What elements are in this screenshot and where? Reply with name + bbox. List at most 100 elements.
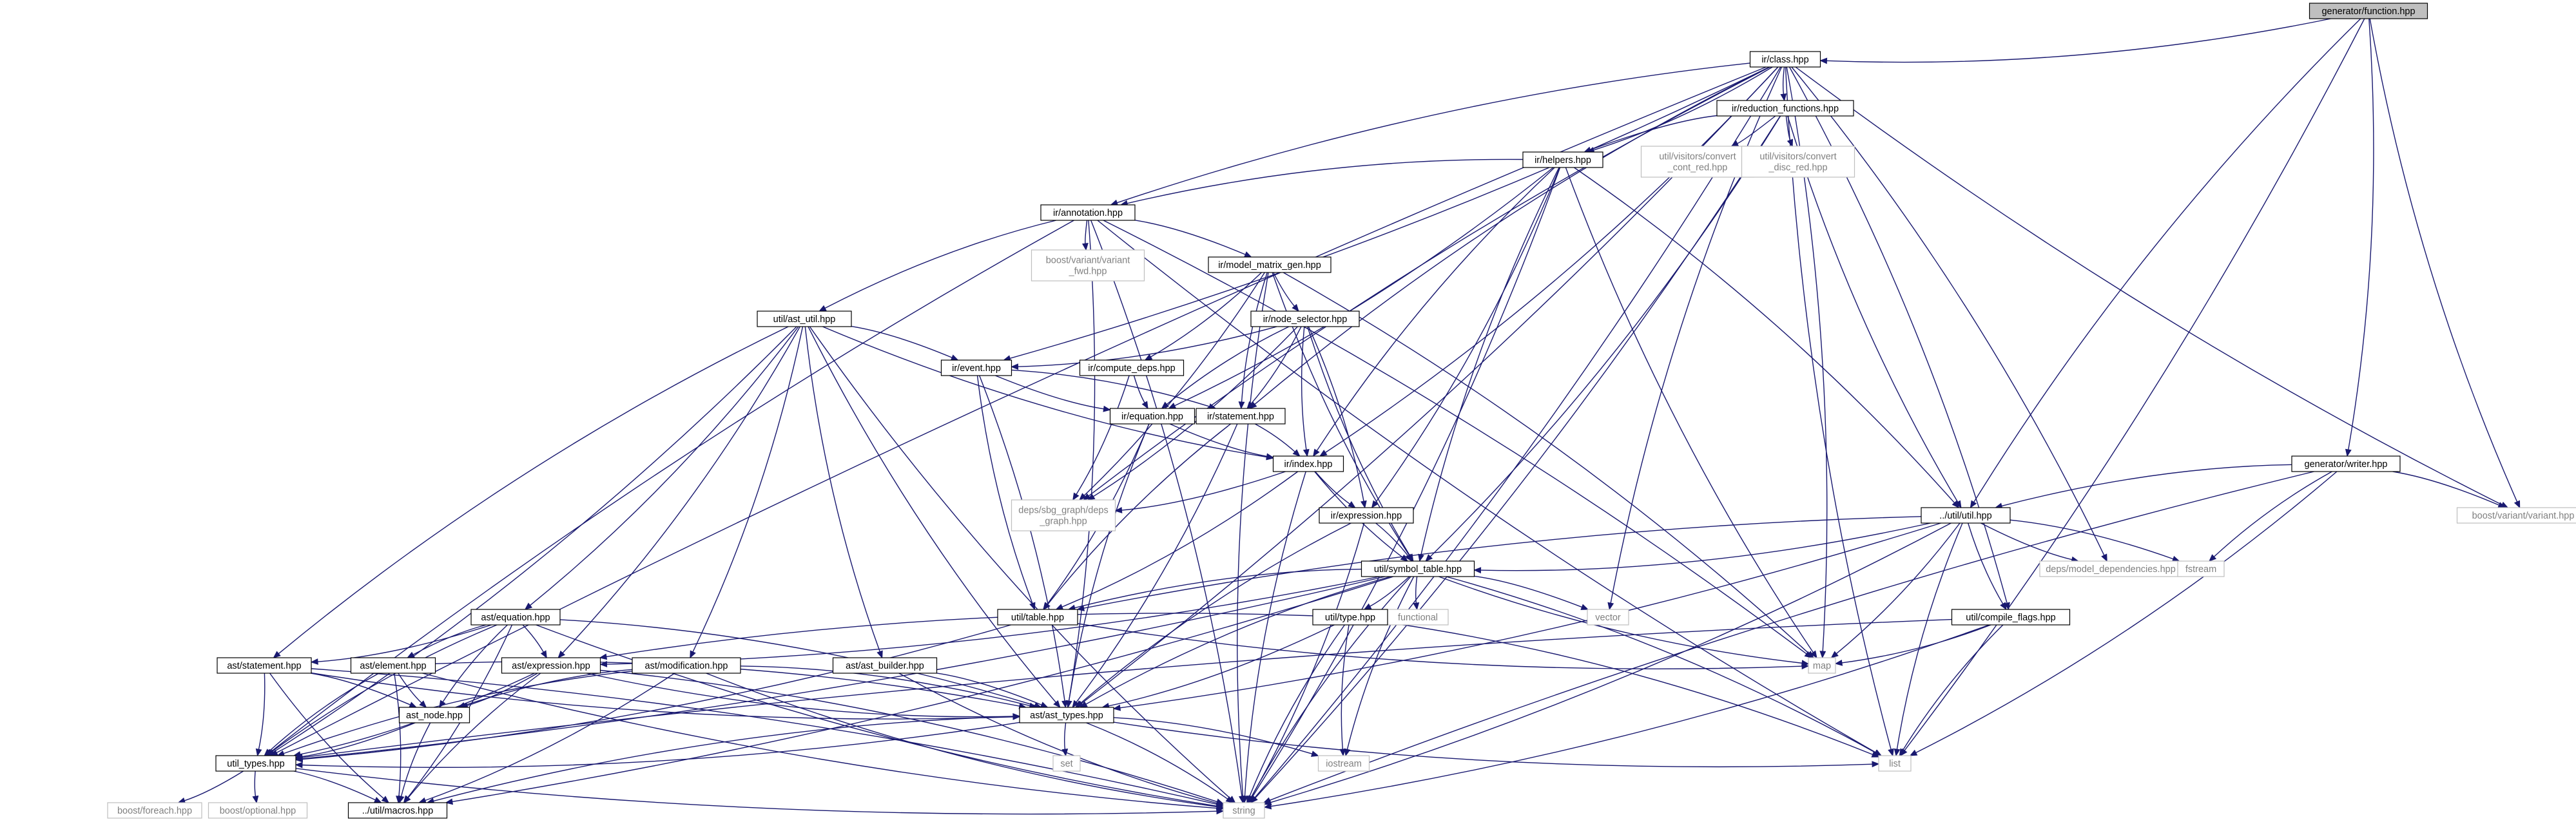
node-index[interactable]: ir/index.hpp [1272,455,1344,472]
edge-symtab-to-list [1446,576,1876,754]
node-label-mdeps: deps/model_dependencies.hpp [2046,564,2176,575]
edge-index-to-sbg [1121,471,1286,511]
edge-utilh-to-mdeps [1980,522,2073,560]
edge-class-to-helpers [1593,66,1773,151]
node-box-gf [2309,3,2428,19]
node-atypes[interactable]: ast/ast_types.hpp [1019,707,1114,723]
edge-cflags-to-map [1841,624,1991,664]
node-expr[interactable]: ir/expression.hpp [1319,507,1414,524]
node-equation[interactable]: ir/equation.hpp [1109,408,1196,425]
node-functional[interactable]: functional [1387,609,1449,626]
edge-helpers-to-utilh [1574,167,1955,504]
node-vector[interactable]: vector [1587,609,1629,626]
node-vcd[interactable]: util/visitors/convert_disc_red.hpp [1741,146,1855,178]
edge-arrowhead-nodesel-to-index [1303,448,1310,457]
node-label-redf: ir/reduction_functions.hpp [1732,104,1839,114]
edge-typeh-to-aexpr [605,613,1313,658]
edge-nodesel-to-statement [1250,326,1302,405]
node-label-abuild: ast/ast_builder.hpp [846,661,924,671]
edge-astutil-to-abuild [804,326,881,653]
edge-typeh-to-atypes [1108,624,1335,707]
node-string[interactable]: string [1223,802,1265,819]
node-astmt[interactable]: ast/statement.hpp [217,657,312,674]
edge-arrowhead-helpers-to-equation [1168,402,1177,409]
node-box-vcc [1640,146,1755,178]
node-mdeps[interactable]: deps/model_dependencies.hpp [2039,560,2182,577]
node-box-astmt [217,657,312,674]
node-label-functional: functional [1398,613,1438,623]
node-bvv[interactable]: boost/variant/variant.hpp [2456,507,2576,524]
node-label-statement: ir/statement.hpp [1207,412,1274,422]
edge-arrowhead-aeq-to-aexpr [540,650,547,659]
edge-arrowhead-astutil-to-aeq [524,602,533,610]
node-class[interactable]: ir/class.hpp [1749,51,1821,68]
node-typeh[interactable]: util/type.hpp [1312,609,1388,626]
node-label-string: string [1232,806,1255,816]
edge-arrowhead-astmt-to-macros [381,796,389,803]
edge-atypes-to-string [1086,722,1229,800]
node-helpers[interactable]: ir/helpers.hpp [1522,151,1603,168]
node-writer[interactable]: generator/writer.hpp [2291,455,2401,472]
node-vcc[interactable]: util/visitors/convert_cont_red.hpp [1640,146,1755,178]
edge-arrowhead-nodesel-to-expr [1360,500,1367,509]
edge-arrowhead-statement-to-atypes [1072,700,1080,709]
node-event[interactable]: ir/event.hpp [940,359,1012,376]
node-bforeach[interactable]: boost/foreach.hpp [107,802,202,819]
edge-arrowhead-cflags-to-list [1899,748,1906,757]
node-box-functional [1387,609,1449,626]
node-label-vcc: _cont_red.hpp [1667,162,1728,173]
node-astutil[interactable]: util/ast_util.hpp [757,311,852,327]
edge-nodesel-to-sbg [1092,326,1298,497]
edge-arrowhead-atypes-to-set [1061,749,1069,757]
node-map[interactable]: map [1808,657,1836,674]
edge-symtab-to-map [1438,576,1803,664]
node-redf[interactable]: ir/reduction_functions.hpp [1716,100,1854,117]
edge-annot-to-mmg [1134,220,1246,256]
edge-arrowhead-utypes-to-macros [373,797,382,803]
node-set[interactable]: set [1052,755,1081,772]
edge-arrowhead-table-to-map [1801,663,1810,670]
node-label-sbg: deps/sbg_graph/deps [1018,505,1108,515]
node-label-table: util/table.hpp [1011,613,1064,623]
node-iostream[interactable]: iostream [1317,755,1370,772]
node-sbg[interactable]: deps/sbg_graph/deps_graph.hpp [1011,499,1116,531]
node-abuild[interactable]: ast/ast_builder.hpp [832,657,938,674]
node-table[interactable]: util/table.hpp [997,609,1078,626]
node-utilh[interactable]: ../util/util.hpp [1921,507,2011,524]
node-gf[interactable]: generator/function.hpp [2309,3,2428,19]
node-nodesel[interactable]: ir/node_selector.hpp [1250,311,1360,327]
node-cflags[interactable]: util/compile_flags.hpp [1951,609,2071,626]
node-mmg[interactable]: ir/model_matrix_gen.hpp [1208,256,1332,273]
node-cdeps[interactable]: ir/compute_deps.hpp [1079,359,1185,376]
edge-arrowhead-aelem-to-utypes [264,749,272,756]
node-aexpr[interactable]: ast/expression.hpp [501,657,601,674]
node-annot[interactable]: ir/annotation.hpp [1040,204,1136,221]
edge-arrowhead-cflags-to-string [1263,803,1272,810]
edge-helpers-to-annot [1126,158,1524,204]
edge-arrowhead-event-to-equation [1103,405,1111,412]
edge-astmt-to-utypes [258,673,266,750]
node-statement[interactable]: ir/statement.hpp [1196,408,1286,425]
edge-arrowhead-symtab-to-functional [1413,602,1420,611]
edge-arrowhead-atypes-to-string [1225,796,1234,803]
node-bvf[interactable]: boost/variant/variant_fwd.hpp [1031,249,1145,282]
node-macros[interactable]: ../util/macros.hpp [347,802,448,819]
node-fstream[interactable]: fstream [2177,560,2225,577]
node-aeq[interactable]: ast/equation.hpp [470,609,561,626]
node-utypes[interactable]: util_types.hpp [215,755,296,772]
node-anode[interactable]: ast_node.hpp [398,707,470,723]
edge-arrowhead-astutil-to-abuild [876,650,883,659]
edge-arrowhead-mmg-to-map [1806,651,1814,658]
edge-astutil-to-utypes [272,326,797,753]
edge-annot-to-map [1103,220,1808,655]
edge-atypes-to-iostream [1113,717,1313,755]
edge-index-to-table [1061,471,1299,608]
node-amod[interactable]: ast/modification.hpp [632,657,741,674]
node-boptional[interactable]: boost/optional.hpp [208,802,308,819]
edge-mmg-to-map [1283,272,1810,655]
node-list[interactable]: list [1878,755,1912,772]
edge-arrowhead-cdeps-to-sbg [1072,492,1080,501]
node-symtab[interactable]: util/symbol_table.hpp [1361,560,1475,577]
node-aelem[interactable]: ast/element.hpp [350,657,436,674]
